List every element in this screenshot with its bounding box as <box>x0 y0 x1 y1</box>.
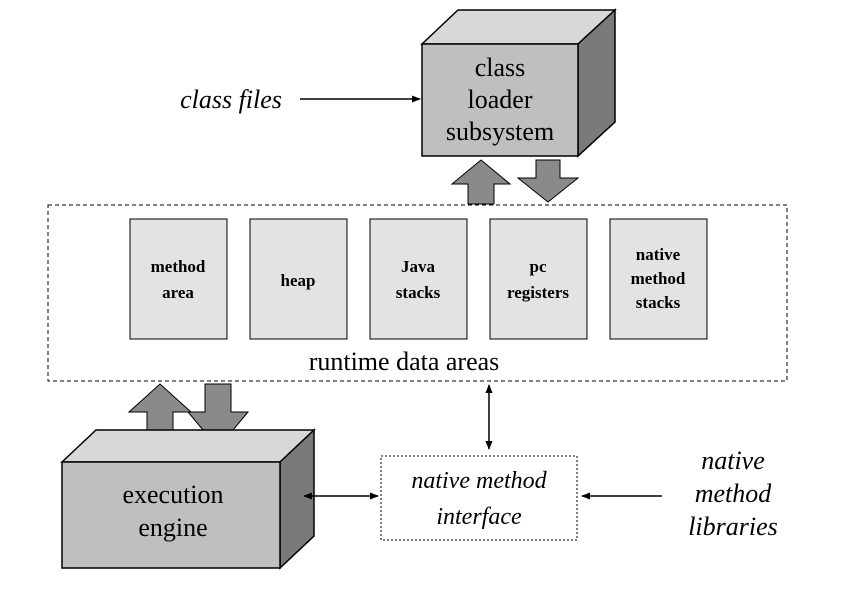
java-stacks-line-1: Java <box>401 257 436 276</box>
execution-engine-block: execution engine <box>60 428 316 570</box>
native-interface-line-1: native method <box>411 468 547 494</box>
native-interface-line-2: interface <box>436 504 522 530</box>
class-loader-line-2: loader <box>468 85 533 114</box>
native-method-stacks-line-1: native <box>636 245 681 264</box>
down-fat-arrow-loader <box>516 159 580 203</box>
heap-label: heap <box>281 271 316 290</box>
heap-box <box>249 218 348 340</box>
execution-engine-line-2: engine <box>138 513 207 542</box>
class-loader-line-3: subsystem <box>446 117 554 146</box>
method-area-line-2: area <box>162 283 194 302</box>
runtime-data-areas: method area heap Java stacks pc register… <box>47 204 788 382</box>
method-area-line-1: method <box>151 257 206 276</box>
up-fat-arrow-engine <box>127 383 193 433</box>
pc-registers-line-1: pc <box>530 257 547 276</box>
native-method-stacks-box <box>609 218 708 340</box>
pc-registers-line-2: registers <box>507 283 569 302</box>
java-stacks-box <box>369 218 468 340</box>
native-method-stacks-line-2: method <box>631 269 686 288</box>
native-libraries-line-2: method <box>695 479 773 508</box>
java-stacks-line-2: stacks <box>396 283 441 302</box>
pc-registers-box <box>489 218 588 340</box>
up-fat-arrow-loader <box>450 159 512 205</box>
class-files-label: class files <box>180 85 282 114</box>
native-method-stacks-line-3: stacks <box>636 293 681 312</box>
method-area-box <box>129 218 228 340</box>
native-libraries-line-3: libraries <box>688 512 778 541</box>
class-loader-line-1: class <box>475 53 526 82</box>
native-method-interface-box: native method interface <box>380 455 578 541</box>
execution-engine-line-1: execution <box>122 480 223 509</box>
class-loader-subsystem-block: class loader subsystem <box>420 8 617 158</box>
runtime-data-areas-label: runtime data areas <box>309 347 500 376</box>
native-libraries-line-1: native <box>701 446 765 475</box>
